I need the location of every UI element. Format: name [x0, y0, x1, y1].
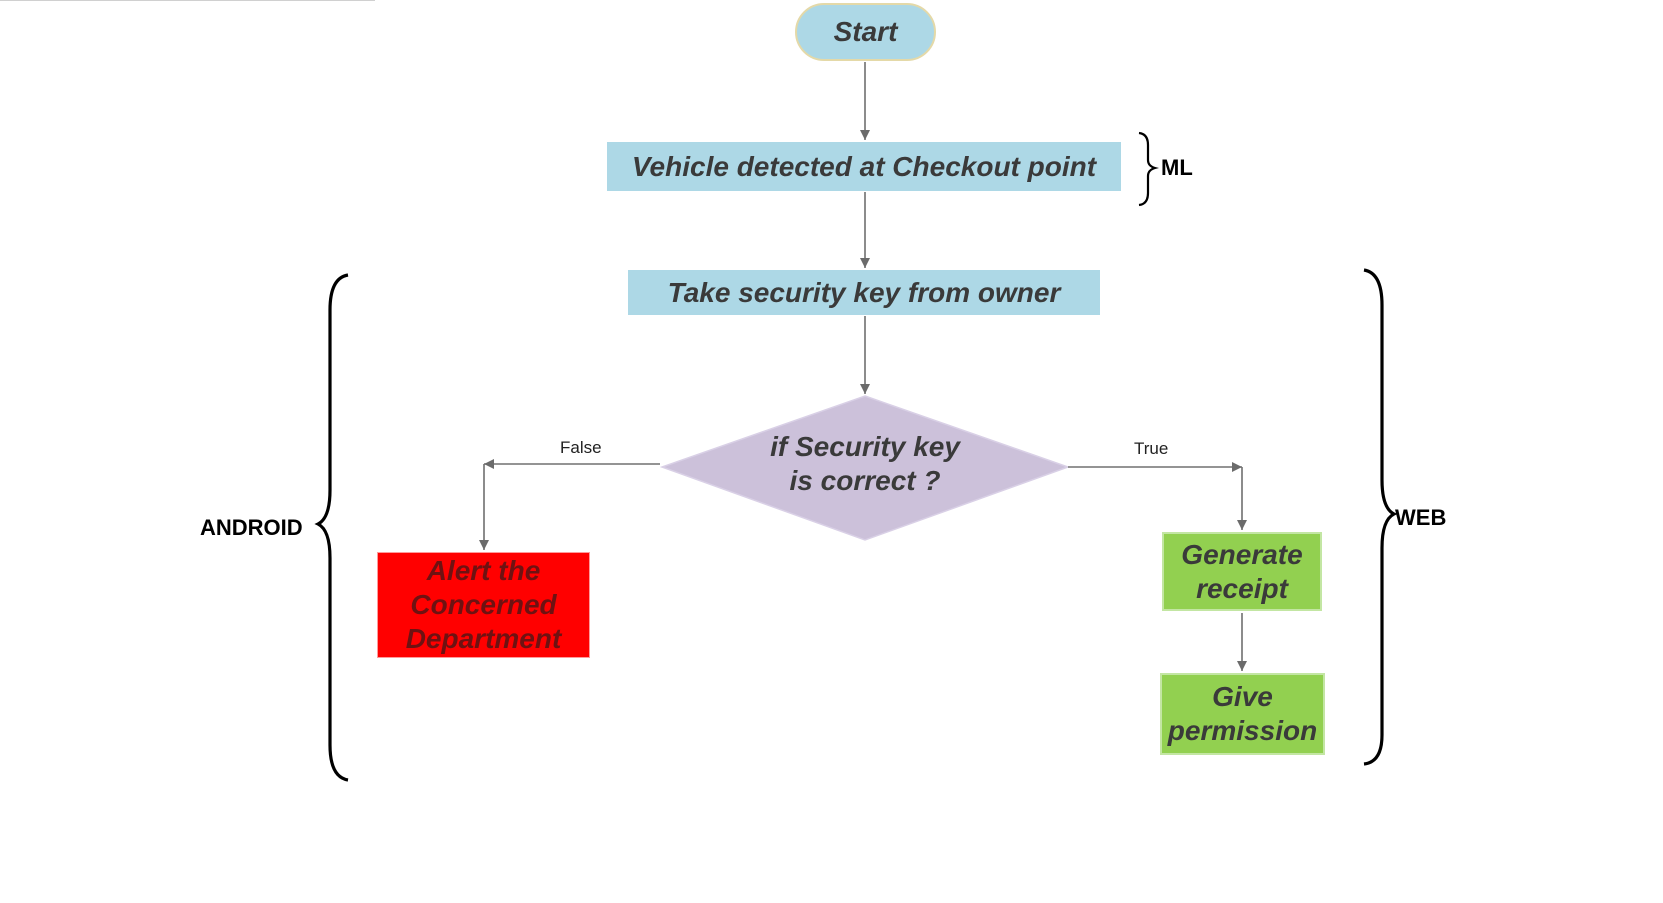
- false-edge-label: False: [560, 438, 602, 457]
- top-border-line: [0, 0, 375, 1]
- alert-label-line1: Alert the: [426, 555, 541, 586]
- give-permission-node: Give permission: [1160, 673, 1325, 755]
- generate-receipt-node: Generate receipt: [1162, 532, 1322, 611]
- alert-label-line2: Concerned: [410, 589, 557, 620]
- web-brace: [1363, 268, 1398, 766]
- decision-label: if Security key is correct ?: [745, 430, 985, 498]
- take-security-key-node: Take security key from owner: [628, 270, 1100, 315]
- alert-department-node: Alert the Concerned Department: [377, 552, 590, 658]
- alert-label-line3: Department: [405, 623, 562, 654]
- ml-group-label: ML: [1161, 155, 1193, 180]
- android-brace: [314, 273, 349, 782]
- permission-label-line1: Give: [1212, 681, 1273, 712]
- start-label: Start: [833, 16, 898, 47]
- permission-label-line2: permission: [1167, 715, 1318, 746]
- decision-diamond: [659, 395, 1071, 541]
- decision-label-line2: is correct ?: [789, 465, 941, 496]
- decision-label-line1: if Security key: [770, 431, 960, 462]
- vehicle-detected-node: Vehicle detected at Checkout point: [607, 142, 1121, 191]
- take-security-key-label: Take security key from owner: [667, 276, 1061, 308]
- android-group-label: ANDROID: [200, 515, 303, 540]
- true-edge-label: True: [1134, 439, 1169, 458]
- receipt-label-line1: Generate: [1181, 538, 1303, 570]
- start-node: Start: [795, 3, 936, 61]
- receipt-label-line2: receipt: [1196, 572, 1288, 604]
- ml-brace: [1138, 131, 1159, 207]
- vehicle-detected-label: Vehicle detected at Checkout point: [631, 150, 1097, 182]
- web-group-label: WEB: [1395, 505, 1447, 530]
